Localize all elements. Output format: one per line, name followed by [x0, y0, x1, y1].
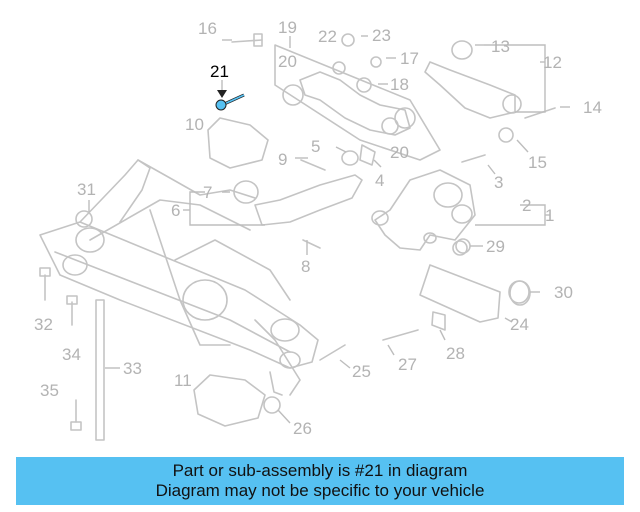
callout-19: 19: [278, 18, 297, 37]
callout-28: 28: [446, 344, 465, 363]
callout-9: 9: [278, 150, 287, 169]
callout-13: 13: [491, 37, 510, 56]
callout-12: 12: [543, 53, 562, 72]
callout-20-lower: 20: [390, 143, 409, 162]
callout-31: 31: [77, 180, 96, 199]
rear-subframe: [39, 159, 319, 396]
callout-labels: 1 2 3 4 5 6 7 8 9 10 11 12 13 14 15 16 1…: [34, 18, 602, 438]
callout-29: 29: [486, 237, 505, 256]
callout-20-upper: 20: [278, 52, 297, 71]
banner-part-line: Part or sub-assembly is #21 in diagram: [172, 461, 468, 480]
callout-34: 34: [62, 345, 81, 364]
callout-8: 8: [301, 257, 310, 276]
leader-lines: [88, 35, 570, 424]
callout-17: 17: [400, 49, 419, 68]
callout-35: 35: [40, 381, 59, 400]
control-arms: [233, 40, 522, 226]
highlighted-bolt-part-21: [215, 93, 245, 111]
callout-15: 15: [528, 153, 547, 172]
callout-16: 16: [198, 19, 217, 38]
callout-4: 4: [375, 171, 384, 190]
callout-2: 2: [522, 196, 531, 215]
callout-33: 33: [123, 359, 142, 378]
callout-26: 26: [293, 419, 312, 438]
wheel-knuckle: [371, 169, 476, 251]
callout-1: 1: [545, 206, 554, 225]
callout-25: 25: [352, 362, 371, 381]
callout-24: 24: [510, 315, 529, 334]
banner-disclaimer-line: Diagram may not be specific to your vehi…: [155, 481, 485, 500]
callout-7: 7: [203, 183, 212, 202]
callout-27: 27: [398, 355, 417, 374]
callout-30: 30: [554, 283, 573, 302]
part-info-banner: Part or sub-assembly is #21 in diagram D…: [16, 457, 624, 505]
callout-32: 32: [34, 315, 53, 334]
callout-11: 11: [174, 371, 192, 390]
callout-6: 6: [171, 201, 180, 220]
trailing-link: [419, 240, 531, 323]
callout-5: 5: [311, 137, 320, 156]
callout-22: 22: [318, 27, 337, 46]
callout-14: 14: [583, 98, 602, 117]
callout-18: 18: [390, 75, 409, 94]
subframe-mounts: [193, 117, 446, 427]
callout-3: 3: [494, 173, 503, 192]
callout-23: 23: [372, 26, 391, 45]
fasteners: [39, 33, 556, 441]
callout-21: 21: [210, 62, 229, 81]
callout-10: 10: [185, 115, 204, 134]
